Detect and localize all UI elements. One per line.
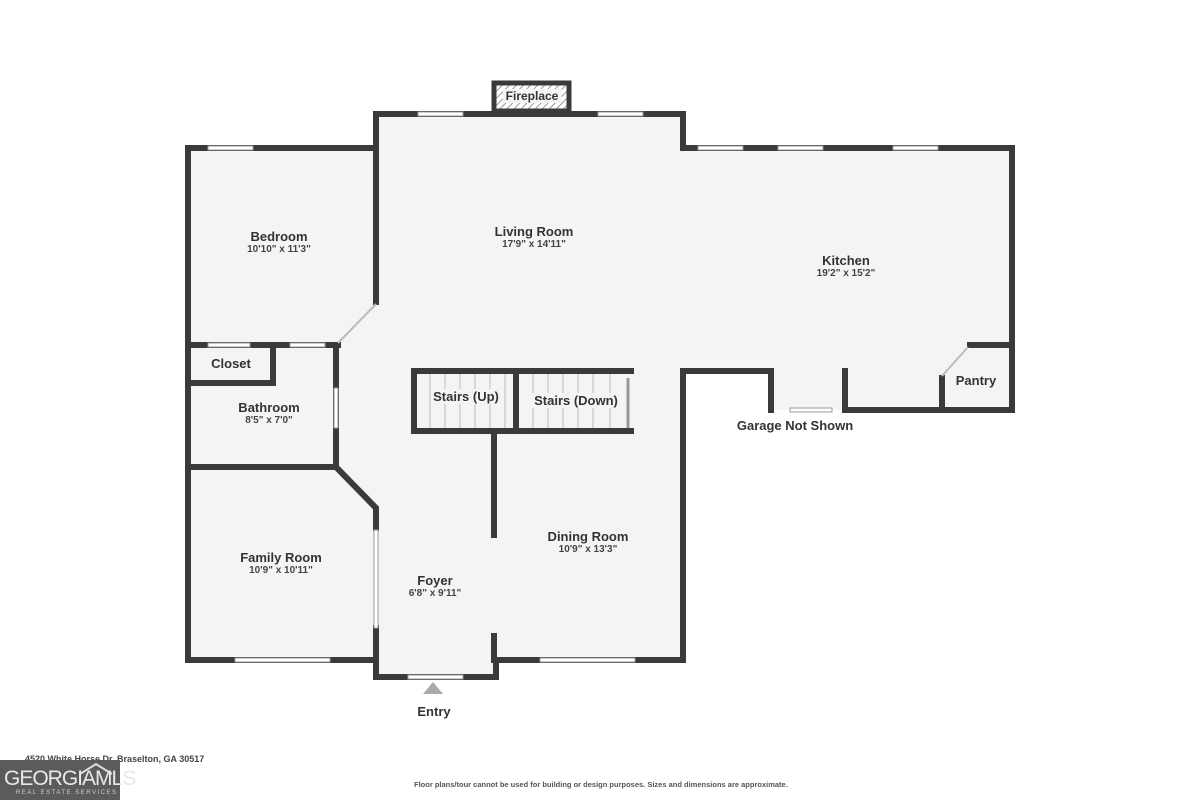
entry-arrow-icon	[423, 682, 443, 694]
room-dims: 10'10" x 11'3"	[247, 244, 311, 255]
georgia-mls-logo: GEORGIAMLS REAL ESTATE SERVICES	[0, 760, 136, 800]
room-name: Dining Room	[547, 529, 629, 544]
room-name: Foyer	[417, 573, 453, 588]
room-name: Bathroom	[238, 400, 300, 415]
room-name: Kitchen	[822, 253, 870, 268]
room-dims: 19'2" x 15'2"	[816, 268, 876, 279]
address: 4520 White Horse Dr, Braselton, GA 30517	[25, 754, 205, 764]
logo-subtext: REAL ESTATE SERVICES	[16, 790, 118, 796]
room-dims: 10'9" x 10'11"	[249, 565, 313, 576]
stairs-up-label: Stairs (Up)	[431, 389, 501, 404]
fireplace-label: Fireplace	[502, 89, 562, 103]
room-name: Pantry	[955, 373, 997, 388]
room-name: Family Room	[240, 550, 322, 565]
room-closet: Closet	[211, 356, 251, 371]
room-dims: 10'9" x 13'3"	[558, 544, 618, 555]
garage-label: Garage Not Shown	[736, 418, 854, 433]
windows	[207, 111, 939, 680]
entry-label: Entry	[417, 704, 451, 719]
room-name: Bedroom	[250, 229, 308, 244]
disclaimer: Floor plans/tour cannot be used for buil…	[414, 780, 788, 789]
room-dims: 8'5" x 7'0"	[245, 415, 293, 426]
room-pantry: Pantry	[956, 373, 996, 388]
room-name: Closet	[211, 356, 251, 371]
door-swings	[337, 303, 969, 377]
room-dims: 17'9" x 14'11"	[502, 239, 566, 250]
logo-text: GEORGIAMLS	[4, 767, 136, 790]
stairs-down-label: Stairs (Down)	[532, 393, 620, 408]
room-dims: 6'8" x 9'11"	[408, 588, 462, 599]
room-name: Living Room	[494, 224, 574, 239]
